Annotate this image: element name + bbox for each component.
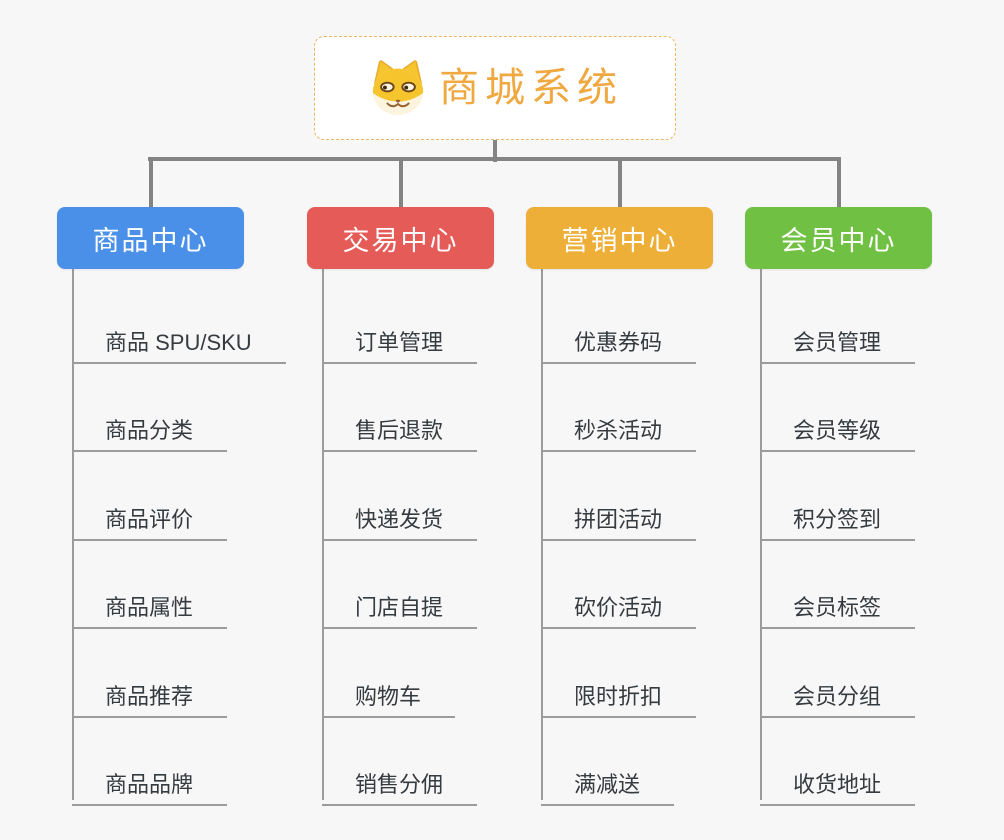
branch-trade-center[interactable]: 交易中心: [307, 207, 494, 269]
root-title: 商城系统: [439, 66, 623, 110]
member-leaf-6[interactable]: 收货地址: [760, 754, 916, 806]
product-leaf-2[interactable]: 商品分类: [72, 400, 228, 452]
member-leaf-1[interactable]: 会员管理: [760, 312, 916, 364]
product-leaf-5[interactable]: 商品推荐: [72, 666, 228, 718]
trade-leaf-5[interactable]: 购物车: [322, 666, 456, 718]
branch-product-center[interactable]: 商品中心: [57, 207, 244, 269]
member-leaf-5[interactable]: 会员分组: [760, 666, 916, 718]
connector-bus: [148, 157, 841, 161]
marketing-leaf-4[interactable]: 砍价活动: [541, 577, 697, 629]
marketing-leaf-5[interactable]: 限时折扣: [541, 666, 697, 718]
branch-marketing-center[interactable]: 营销中心: [526, 207, 713, 269]
member-leaf-4[interactable]: 会员标签: [760, 577, 916, 629]
marketing-leaf-3[interactable]: 拼团活动: [541, 489, 697, 541]
trade-leaf-2[interactable]: 售后退款: [322, 400, 478, 452]
product-leaf-4[interactable]: 商品属性: [72, 577, 228, 629]
branch-member-center[interactable]: 会员中心: [745, 207, 932, 269]
product-leaf-3[interactable]: 商品评价: [72, 489, 228, 541]
doge-icon: [367, 59, 429, 117]
leaf-connector-line-3: [541, 269, 543, 800]
member-leaf-3[interactable]: 积分签到: [760, 489, 916, 541]
marketing-leaf-1[interactable]: 优惠券码: [541, 312, 697, 364]
leaf-connector-line-2: [322, 269, 324, 800]
leaf-connector-line-1: [72, 269, 74, 800]
marketing-leaf-6[interactable]: 满减送: [541, 754, 675, 806]
trade-leaf-6[interactable]: 销售分佣: [322, 754, 478, 806]
trade-leaf-1[interactable]: 订单管理: [322, 312, 478, 364]
connector-branch-stub-2: [398, 157, 403, 208]
connector-branch-stub-4: [836, 157, 841, 208]
trade-leaf-4[interactable]: 门店自提: [322, 577, 478, 629]
member-leaf-2[interactable]: 会员等级: [760, 400, 916, 452]
connector-branch-stub-3: [617, 157, 622, 208]
connector-branch-stub-1: [148, 157, 153, 208]
connector-root-stub: [493, 139, 497, 162]
marketing-leaf-2[interactable]: 秒杀活动: [541, 400, 697, 452]
trade-leaf-3[interactable]: 快递发货: [322, 489, 478, 541]
root-node[interactable]: 商城系统: [314, 36, 676, 140]
product-leaf-6[interactable]: 商品品牌: [72, 754, 228, 806]
product-leaf-1[interactable]: 商品 SPU/SKU: [72, 312, 286, 364]
leaf-connector-line-4: [760, 269, 762, 800]
